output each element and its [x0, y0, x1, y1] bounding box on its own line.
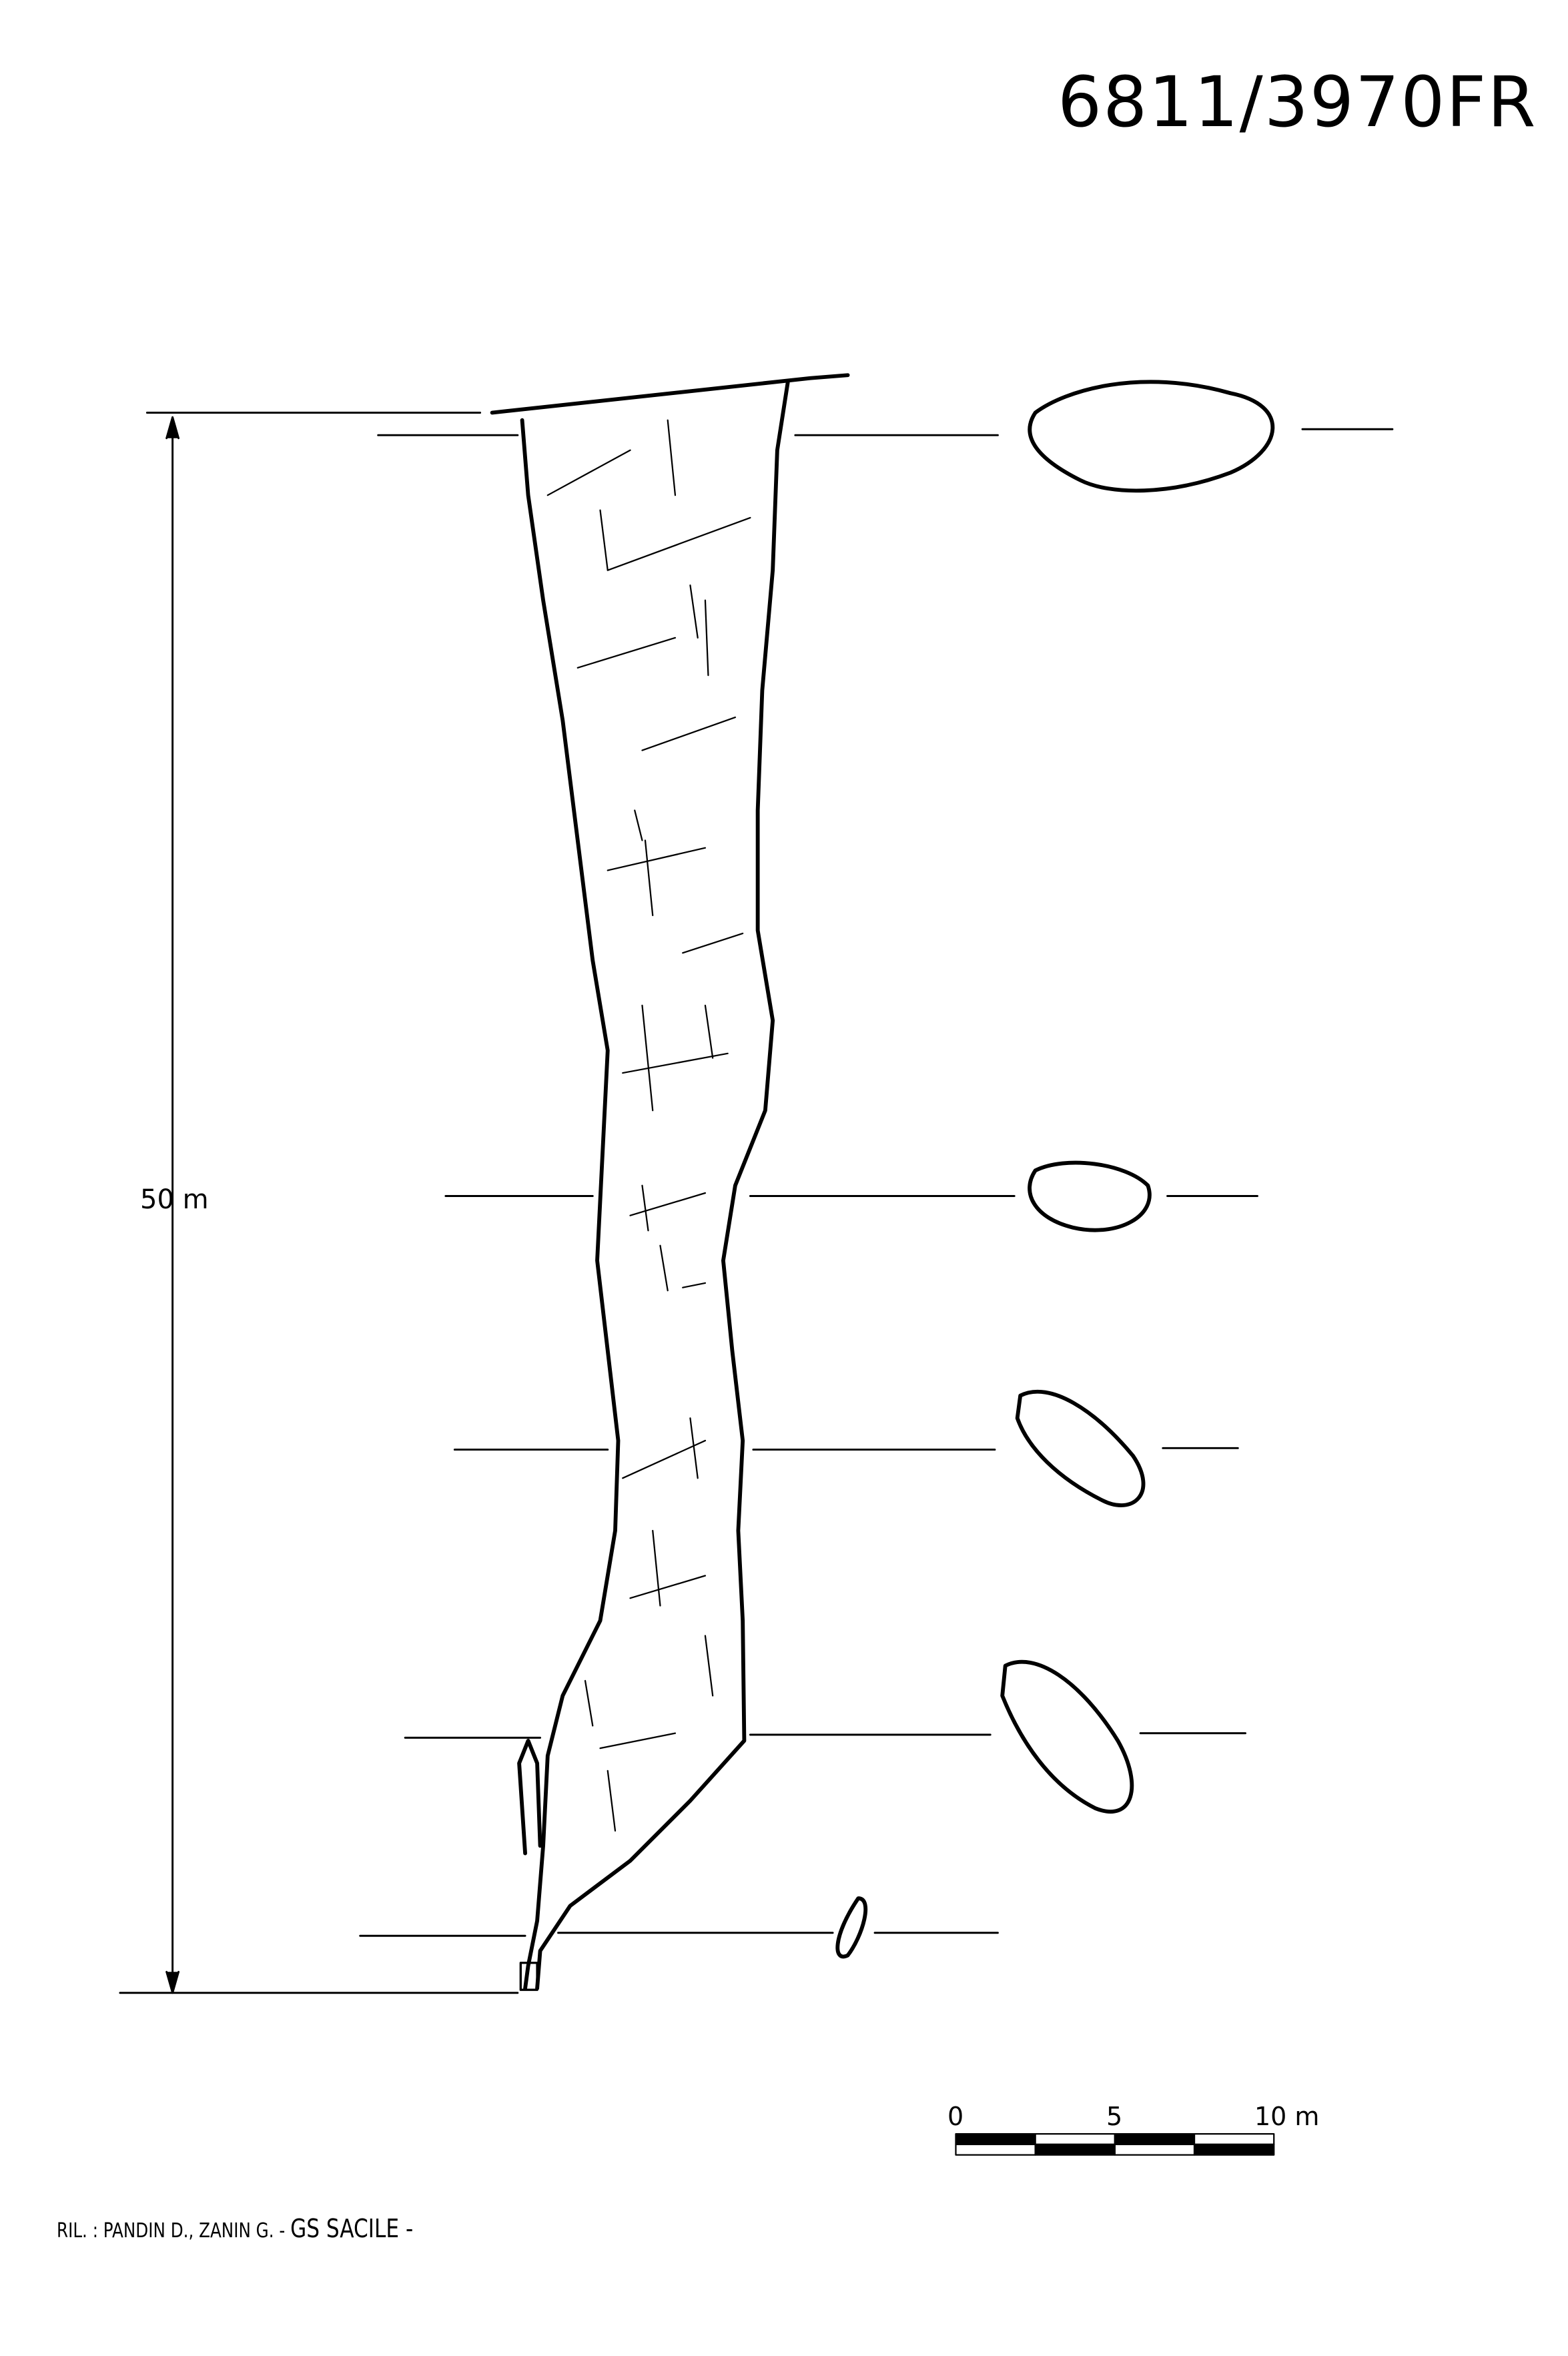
survey-group: GS SACILE - [290, 2214, 414, 2243]
level-lines [119, 412, 1394, 1994]
cross-sections [835, 380, 1275, 1959]
depth-dimension [165, 416, 180, 1994]
scale-bar [955, 2133, 1275, 2156]
rock-hatching [546, 419, 751, 1832]
depth-label: 50 m [140, 1184, 209, 1215]
shaft-profile [490, 373, 850, 1991]
survey-credits: RIL. : PANDIN D., ZANIN G. - GS SACILE - [57, 2214, 413, 2243]
scale-label-10: 10 m [1254, 2102, 1320, 2131]
cave-catalog-number: 6811/3970FR [1058, 61, 1537, 143]
scale-label-5: 5 [1106, 2102, 1123, 2131]
surveyors: RIL. : PANDIN D., ZANIN G. - [57, 2219, 286, 2243]
scale-label-0: 0 [947, 2102, 964, 2131]
